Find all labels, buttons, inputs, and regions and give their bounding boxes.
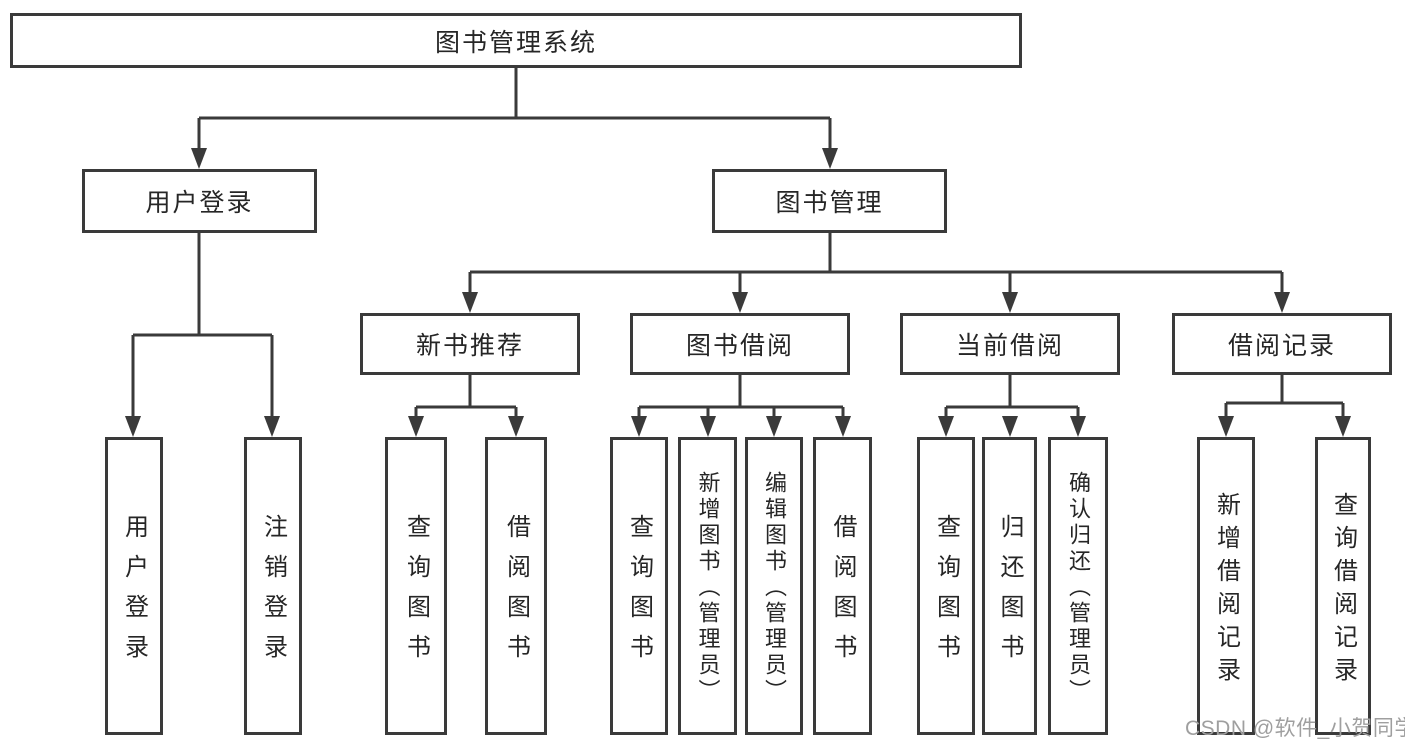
leaf-borrow-books-recommend-label: 借阅图书: [502, 514, 530, 674]
connector-book-management-to-modules: [462, 233, 1290, 313]
leaf-user-login: 用户登录: [105, 437, 163, 735]
leaf-add-borrow-record: 新增借阅记录: [1197, 437, 1255, 735]
node-book-borrowing-label: 图书借阅: [685, 332, 794, 360]
leaf-confirm-return-admin: 确认归还（管理员）: [1048, 437, 1108, 735]
node-current-borrowing: 当前借阅: [900, 313, 1120, 375]
connector-new-book-recommend-to-leaves: [408, 375, 524, 437]
leaf-add-borrow-record-label: 新增借阅记录: [1212, 491, 1240, 690]
leaf-query-borrow-record-label: 查询借阅记录: [1329, 491, 1357, 690]
csdn-watermark: CSDN @软件_小贺同学: [1185, 717, 1405, 740]
leaf-edit-books-admin: 编辑图书（管理员）: [745, 437, 803, 735]
node-user-login-label: 用户登录: [145, 189, 254, 217]
leaf-query-books-borrowing-label: 查询图书: [625, 514, 653, 674]
leaf-borrow-books-recommend: 借阅图书: [485, 437, 547, 735]
node-book-management: 图书管理: [712, 169, 947, 233]
leaf-query-books-recommend: 查询图书: [385, 437, 447, 735]
leaf-query-borrow-record: 查询借阅记录: [1315, 437, 1371, 735]
leaf-return-books: 归还图书: [982, 437, 1037, 735]
leaf-logout: 注销登录: [244, 437, 302, 735]
node-book-borrowing: 图书借阅: [630, 313, 850, 375]
connector-borrowing-records-to-leaves: [1218, 375, 1351, 437]
leaf-return-books-label: 归还图书: [996, 514, 1023, 674]
node-new-book-recommend: 新书推荐: [360, 313, 580, 375]
node-current-borrowing-label: 当前借阅: [955, 332, 1064, 360]
leaf-borrow-books: 借阅图书: [813, 437, 872, 735]
leaf-edit-books-admin-label: 编辑图书（管理员）: [762, 471, 787, 705]
leaf-add-books-admin: 新增图书（管理员）: [678, 437, 737, 735]
leaf-query-books-recommend-label: 查询图书: [402, 514, 430, 674]
leaf-query-books-current: 查询图书: [917, 437, 975, 735]
leaf-add-books-admin-label: 新增图书（管理员）: [695, 471, 721, 705]
node-new-book-recommend-label: 新书推荐: [415, 332, 524, 360]
leaf-confirm-return-admin-label: 确认归还（管理员）: [1066, 471, 1091, 705]
node-borrowing-records: 借阅记录: [1172, 313, 1392, 375]
connector-user-login-to-leaves: [125, 233, 280, 437]
leaf-borrow-books-label: 借阅图书: [829, 514, 856, 674]
leaf-logout-label: 注销登录: [259, 514, 287, 674]
node-root-label: 图书管理系统: [434, 28, 597, 57]
node-user-login: 用户登录: [82, 169, 317, 233]
node-root: 图书管理系统: [10, 13, 1022, 68]
connector-root-to-level1: [191, 68, 838, 169]
connector-book-borrowing-to-leaves: [631, 375, 851, 437]
node-borrowing-records-label: 借阅记录: [1227, 332, 1336, 360]
leaf-query-books-current-label: 查询图书: [932, 514, 960, 674]
leaf-user-login-label: 用户登录: [120, 514, 148, 674]
leaf-query-books-borrowing: 查询图书: [610, 437, 668, 735]
node-book-management-label: 图书管理: [775, 189, 884, 217]
connector-current-borrowing-to-leaves: [938, 375, 1086, 437]
